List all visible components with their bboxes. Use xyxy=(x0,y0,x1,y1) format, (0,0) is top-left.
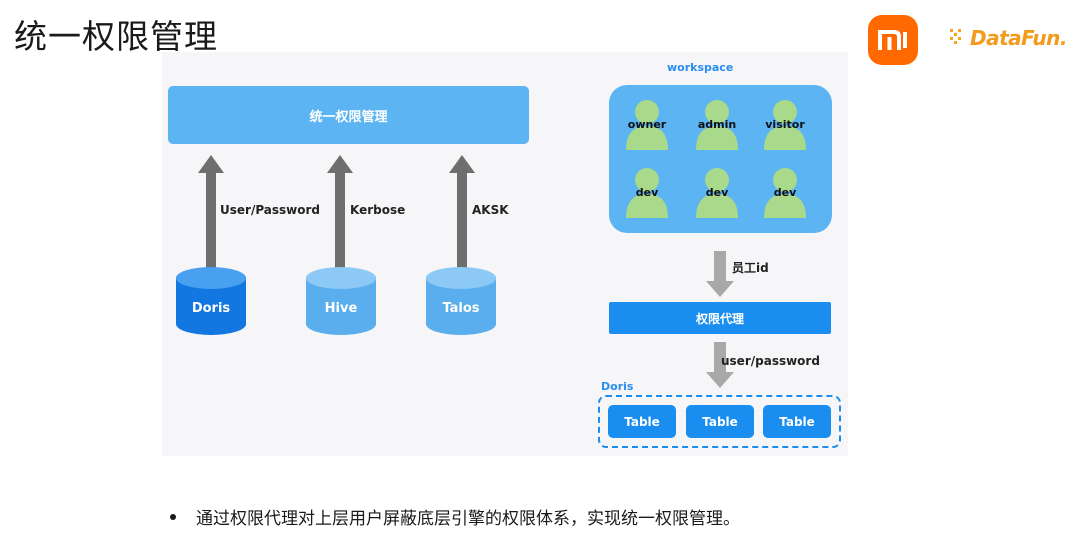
arrow-label-user-password-2: user/password xyxy=(721,354,820,368)
page-title: 统一权限管理 xyxy=(14,17,218,56)
xiaomi-logo xyxy=(868,15,918,65)
user-dev-3: dev xyxy=(758,166,812,222)
arrow-down-user-password xyxy=(706,342,734,388)
arrow-label-employee-id: 员工id xyxy=(732,261,769,275)
arrow-label-kerbose: Kerbose xyxy=(350,203,406,217)
person-icon xyxy=(764,168,806,218)
arrow-up-doris xyxy=(198,155,224,277)
doris-table-2: Table xyxy=(686,405,754,438)
person-icon xyxy=(696,100,738,150)
arrow-label-user-password: User/Password xyxy=(220,203,321,217)
user-admin: admin xyxy=(690,98,744,154)
arrow-up-talos xyxy=(449,155,475,277)
person-icon xyxy=(626,168,668,218)
arrow-label-aksk: AKSK xyxy=(472,203,509,217)
doris-group-title: Doris xyxy=(601,380,634,393)
unified-permission-bar: 统一权限管理 xyxy=(168,86,529,144)
doris-engine-label: Doris xyxy=(191,301,231,316)
doris-table-3: Table xyxy=(763,405,831,438)
datafun-logo: DataFun. xyxy=(948,22,1068,54)
person-icon xyxy=(696,168,738,218)
doris-group-box xyxy=(598,395,841,448)
arrow-down-employee-id xyxy=(706,251,734,297)
user-dev-2: dev xyxy=(690,166,744,222)
xiaomi-mark-icon xyxy=(878,30,907,50)
permission-proxy-bar: 权限代理 xyxy=(609,302,831,334)
user-owner: owner xyxy=(620,98,674,154)
bullet-icon xyxy=(170,513,176,520)
person-icon xyxy=(626,100,668,150)
talos-engine-label: Talos xyxy=(442,301,480,316)
caption-bullet: 通过权限代理对上层用户屏蔽底层引擎的权限体系，实现统一权限管理。 xyxy=(170,504,740,529)
datafun-wordmark: DataFun. xyxy=(970,26,1068,50)
hive-engine-label: Hive xyxy=(324,301,358,316)
doris-table-1: Table xyxy=(608,405,676,438)
doris-engine: Doris xyxy=(176,267,246,335)
datafun-mark-icon xyxy=(948,26,970,50)
user-dev-1: dev xyxy=(620,166,674,222)
workspace-title: workspace xyxy=(667,61,734,74)
hive-engine: Hive xyxy=(306,267,376,335)
user-visitor: visitor xyxy=(758,98,812,154)
caption-text: 通过权限代理对上层用户屏蔽底层引擎的权限体系，实现统一权限管理。 xyxy=(196,509,740,529)
talos-engine: Talos xyxy=(426,267,496,335)
person-icon xyxy=(764,100,806,150)
arrow-up-hive xyxy=(327,155,353,277)
